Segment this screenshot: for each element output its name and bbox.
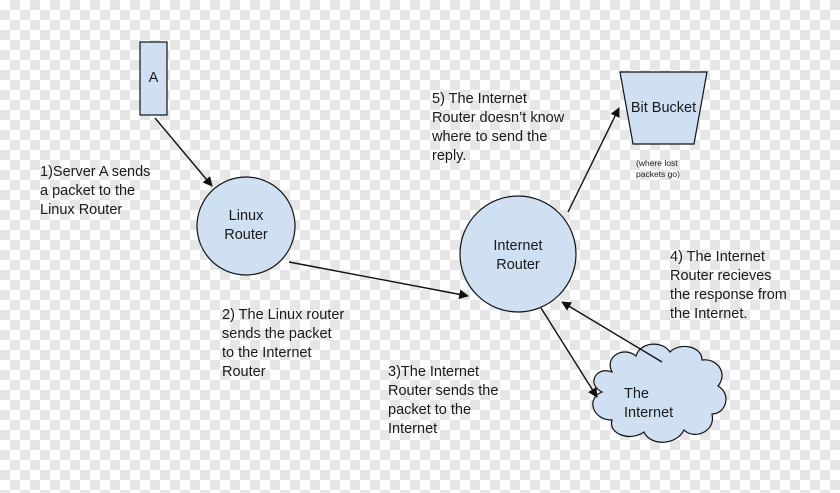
linux-router-label: Linux Router: [224, 208, 268, 243]
internet-router-label: Internet Router: [493, 238, 543, 273]
linux-router-node: [196, 176, 296, 276]
step-5-label: 5) The Internet Router doesn’t know wher…: [432, 91, 565, 164]
step-1-label: 1)Server A sends a packet to the Linux R…: [40, 164, 151, 218]
arrow-server-to-linux: [154, 117, 213, 187]
arrow-internet-router-to-cloud: [540, 307, 598, 398]
arrow-cloud-to-internet-router: [561, 301, 663, 363]
bit-bucket-shape: [619, 71, 708, 145]
internet-cloud-shape: [592, 343, 727, 443]
step-2-label: 2) The Linux router sends the packet to …: [222, 307, 345, 380]
bit-bucket-note: (where lost packets go): [636, 158, 680, 179]
step-3-label: 3)The Internet Router sends the packet t…: [388, 364, 499, 437]
server-a-box: [139, 41, 168, 116]
arrow-internet-router-to-bucket: [567, 107, 620, 213]
server-a-label: A: [148, 70, 159, 86]
bit-bucket-label: Bit Bucket: [630, 100, 697, 116]
step-4-label: 4) The Internet Router recieves the resp…: [670, 249, 787, 322]
internet-cloud-label: The Internet: [624, 386, 674, 421]
arrow-linux-to-internet-router: [288, 261, 469, 300]
internet-router-node: [459, 195, 577, 313]
